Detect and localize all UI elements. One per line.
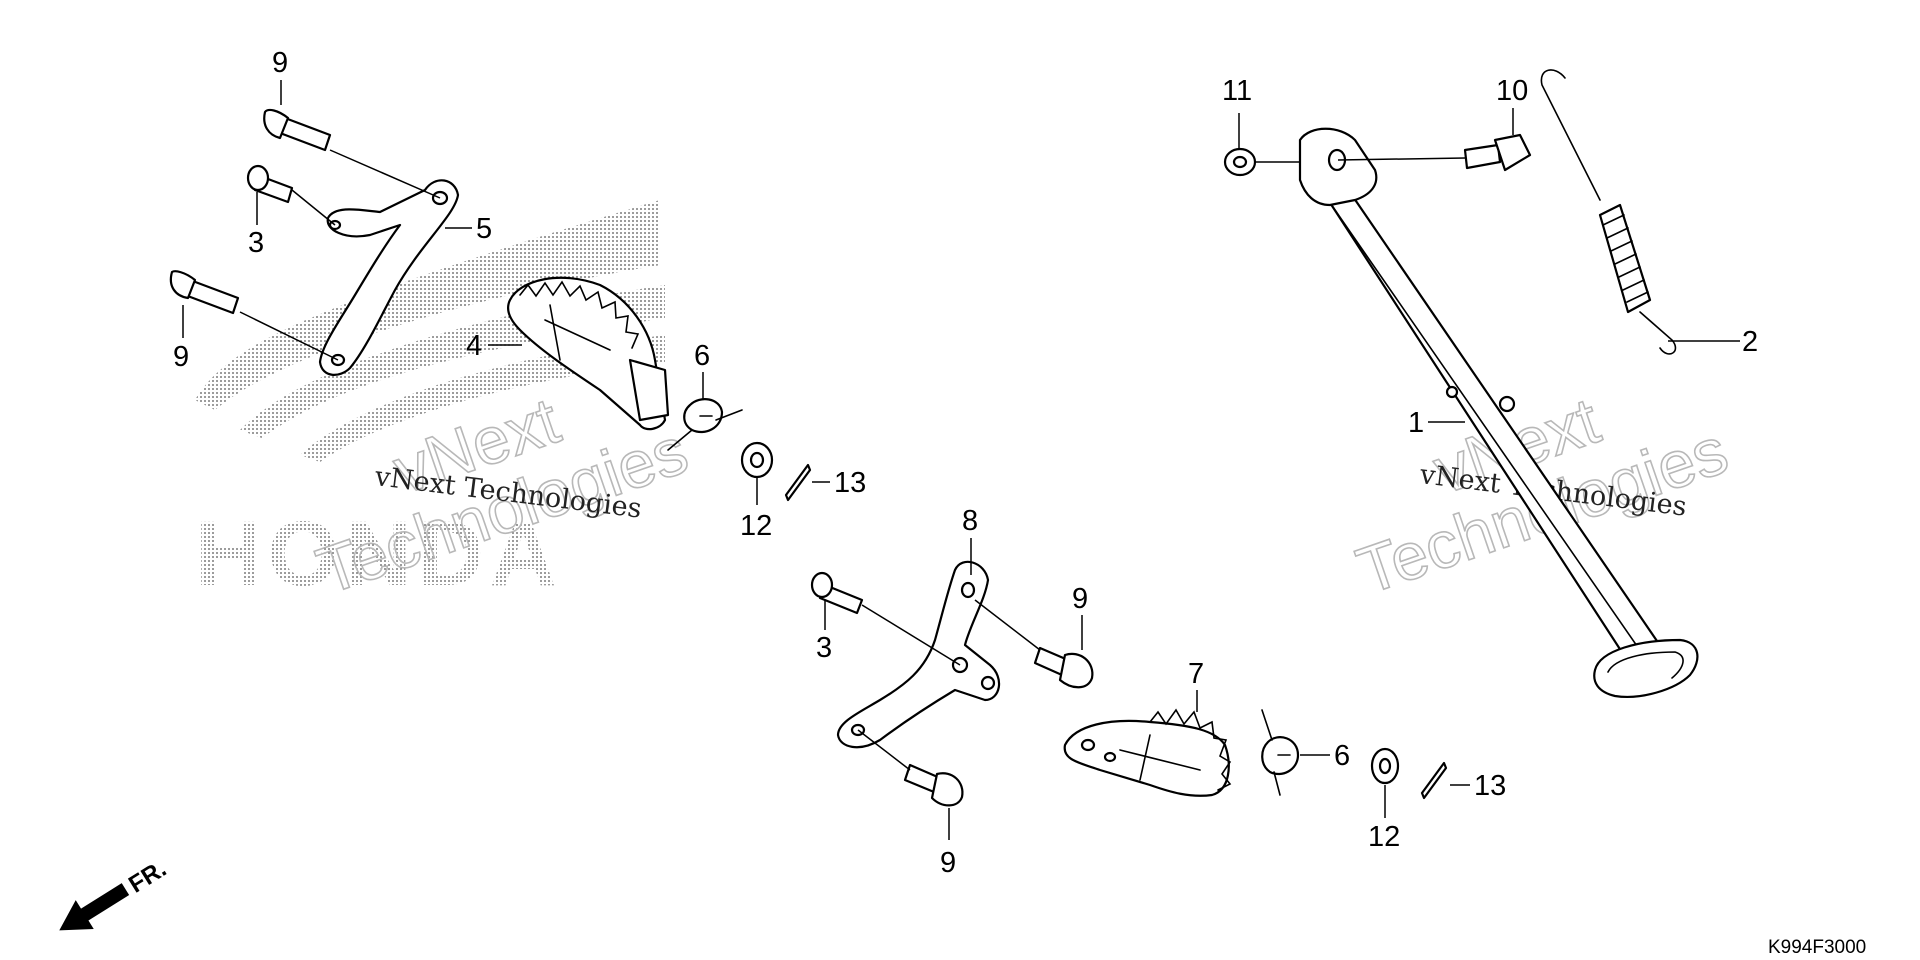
bolt-9-upper-shank bbox=[278, 116, 332, 152]
callout-9-top: 9 bbox=[272, 47, 288, 79]
side-stand-hook-pin-2 bbox=[1498, 395, 1516, 413]
callout-9-lower-right: 9 bbox=[1072, 583, 1088, 615]
pin-3-lower-head bbox=[810, 571, 834, 599]
front-direction-label: FR. bbox=[124, 855, 171, 898]
footpeg-4 bbox=[506, 276, 670, 431]
callouts: 9 3 5 9 4 6 12 13 11 10 2 1 8 9 3 7 6 12… bbox=[173, 47, 1758, 879]
callout-13-upper: 13 bbox=[834, 467, 866, 499]
bolt-10-shank bbox=[1463, 143, 1502, 170]
bolt-9-lower-right bbox=[1033, 646, 1094, 689]
spring-upper-hook bbox=[1540, 69, 1601, 201]
stand-spring bbox=[1540, 69, 1677, 355]
callout-9-lower-bottom: 9 bbox=[940, 847, 956, 879]
callout-4: 4 bbox=[466, 330, 482, 362]
footpeg-7-body bbox=[1063, 719, 1230, 797]
footpeg-4-mount bbox=[628, 358, 670, 422]
callout-10: 10 bbox=[1496, 75, 1528, 107]
leader-3-lower-to-bracket bbox=[861, 604, 961, 666]
bracket-8-hole-right bbox=[980, 675, 996, 691]
callout-12-lower: 12 bbox=[1368, 821, 1400, 853]
footpeg-7-teeth bbox=[1149, 708, 1232, 791]
bracket-8-body bbox=[836, 560, 1001, 749]
callout-1: 1 bbox=[1408, 407, 1424, 439]
callout-7: 7 bbox=[1188, 658, 1204, 690]
honda-logo-text: HONDA bbox=[195, 503, 562, 605]
cotter-pin-13-upper bbox=[784, 463, 812, 502]
callout-3-upper: 3 bbox=[248, 227, 264, 259]
drawing-code: K994F3000 bbox=[1768, 937, 1866, 958]
washer-12-upper-hole bbox=[749, 451, 765, 469]
callout-3-lower: 3 bbox=[816, 632, 832, 664]
callout-2: 2 bbox=[1742, 326, 1758, 358]
callout-11: 11 bbox=[1222, 75, 1252, 107]
spring-lower-hook bbox=[1639, 311, 1677, 355]
spring-6-lower-legs bbox=[1261, 709, 1291, 796]
callout-12-upper: 12 bbox=[740, 510, 772, 542]
leader-3-upper-to-bracket bbox=[291, 189, 336, 226]
bolt-9-left-head bbox=[169, 270, 197, 300]
pin-3-upper bbox=[246, 164, 294, 204]
bolt-10-head bbox=[1493, 133, 1532, 172]
bolt-10 bbox=[1463, 133, 1532, 172]
callout-13-lower: 13 bbox=[1474, 770, 1506, 802]
pin-3-lower bbox=[810, 571, 864, 615]
side-stand-hook-pin-1 bbox=[1445, 385, 1459, 399]
front-direction-indicator: FR. bbox=[59, 855, 171, 931]
spring-6-upper bbox=[667, 398, 743, 451]
bolt-9-upper bbox=[263, 108, 332, 152]
leader-lines bbox=[182, 80, 1740, 840]
leader-9-lower-right-to-bracket bbox=[974, 599, 1041, 651]
leader-9-top-to-bracket bbox=[329, 149, 441, 199]
footpeg-4-crossbar bbox=[544, 304, 611, 361]
footpeg-7-hole-1 bbox=[1080, 738, 1096, 752]
side-stand bbox=[1298, 127, 1699, 698]
leader-10-to-stand bbox=[1337, 157, 1466, 161]
leader-9-lower-bottom-to-bracket bbox=[857, 729, 911, 771]
callout-6-upper: 6 bbox=[694, 340, 710, 372]
footpeg-4-teeth bbox=[519, 280, 640, 349]
callout-9-left: 9 bbox=[173, 341, 189, 373]
bolt-9-lower-bottom bbox=[903, 763, 964, 807]
bolt-9-upper-head bbox=[263, 108, 290, 140]
bolt-9-left bbox=[169, 270, 240, 315]
spring-6-upper-legs bbox=[667, 409, 743, 451]
bracket-8-hole-top bbox=[960, 581, 976, 599]
side-stand-edge bbox=[1334, 209, 1656, 673]
leader-9-left-to-bracket bbox=[239, 311, 339, 361]
bracket-8 bbox=[836, 560, 1001, 749]
spring-coil-lines bbox=[1602, 214, 1649, 303]
footpeg-7-crossbar bbox=[1119, 734, 1201, 781]
callout-6-lower: 6 bbox=[1334, 740, 1350, 772]
side-stand-foot-inner bbox=[1607, 651, 1684, 679]
callout-8: 8 bbox=[962, 505, 978, 537]
callout-5: 5 bbox=[476, 213, 492, 245]
washer-12-lower-hole bbox=[1378, 757, 1392, 775]
spring-6-lower bbox=[1261, 709, 1300, 796]
footpeg-7 bbox=[1063, 708, 1232, 797]
pin-3-upper-head bbox=[246, 164, 270, 192]
bolt-9-lower-bottom-head bbox=[930, 772, 964, 807]
honda-wing-mark bbox=[195, 200, 660, 410]
bracket-5-body bbox=[318, 179, 460, 376]
bolt-9-lower-right-head bbox=[1058, 652, 1094, 689]
cotter-pin-13-lower bbox=[1420, 761, 1448, 800]
front-arrow-icon bbox=[59, 883, 130, 931]
side-stand-foot bbox=[1593, 638, 1699, 698]
washer-11-hole bbox=[1232, 155, 1248, 169]
footpeg-7-hole-2 bbox=[1103, 751, 1117, 763]
